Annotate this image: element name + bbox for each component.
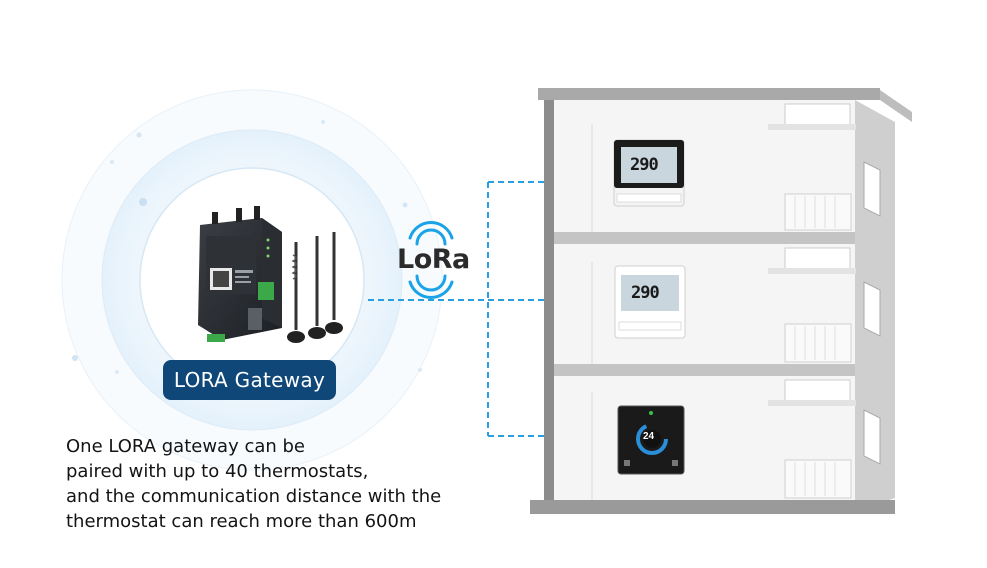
gateway-label: LORA Gateway: [163, 360, 336, 400]
thermostat-top-icon: [613, 139, 685, 207]
thermostat-middle-icon: [614, 265, 686, 339]
thermostat-bottom-display: 24: [643, 431, 655, 442]
description-text: One LORA gateway can be paired with up t…: [66, 434, 536, 534]
building-illustration: [530, 88, 912, 514]
lora-wave-icon: [408, 221, 454, 299]
thermostat-bottom-icon: [617, 405, 685, 475]
description-line: One LORA gateway can be: [66, 436, 306, 457]
antenna-group: [287, 232, 343, 343]
description-line: paired with up to 40 thermostats,: [66, 461, 369, 482]
thermostat-top-display: 290: [630, 155, 659, 175]
description-line: thermostat can reach more than 600m: [66, 511, 417, 532]
gateway-device-illustration: [198, 206, 282, 342]
thermostat-middle-display: 290: [631, 283, 660, 303]
lora-logo-text: LoRa: [397, 244, 470, 275]
description-line: and the communication distance with the: [66, 486, 442, 507]
